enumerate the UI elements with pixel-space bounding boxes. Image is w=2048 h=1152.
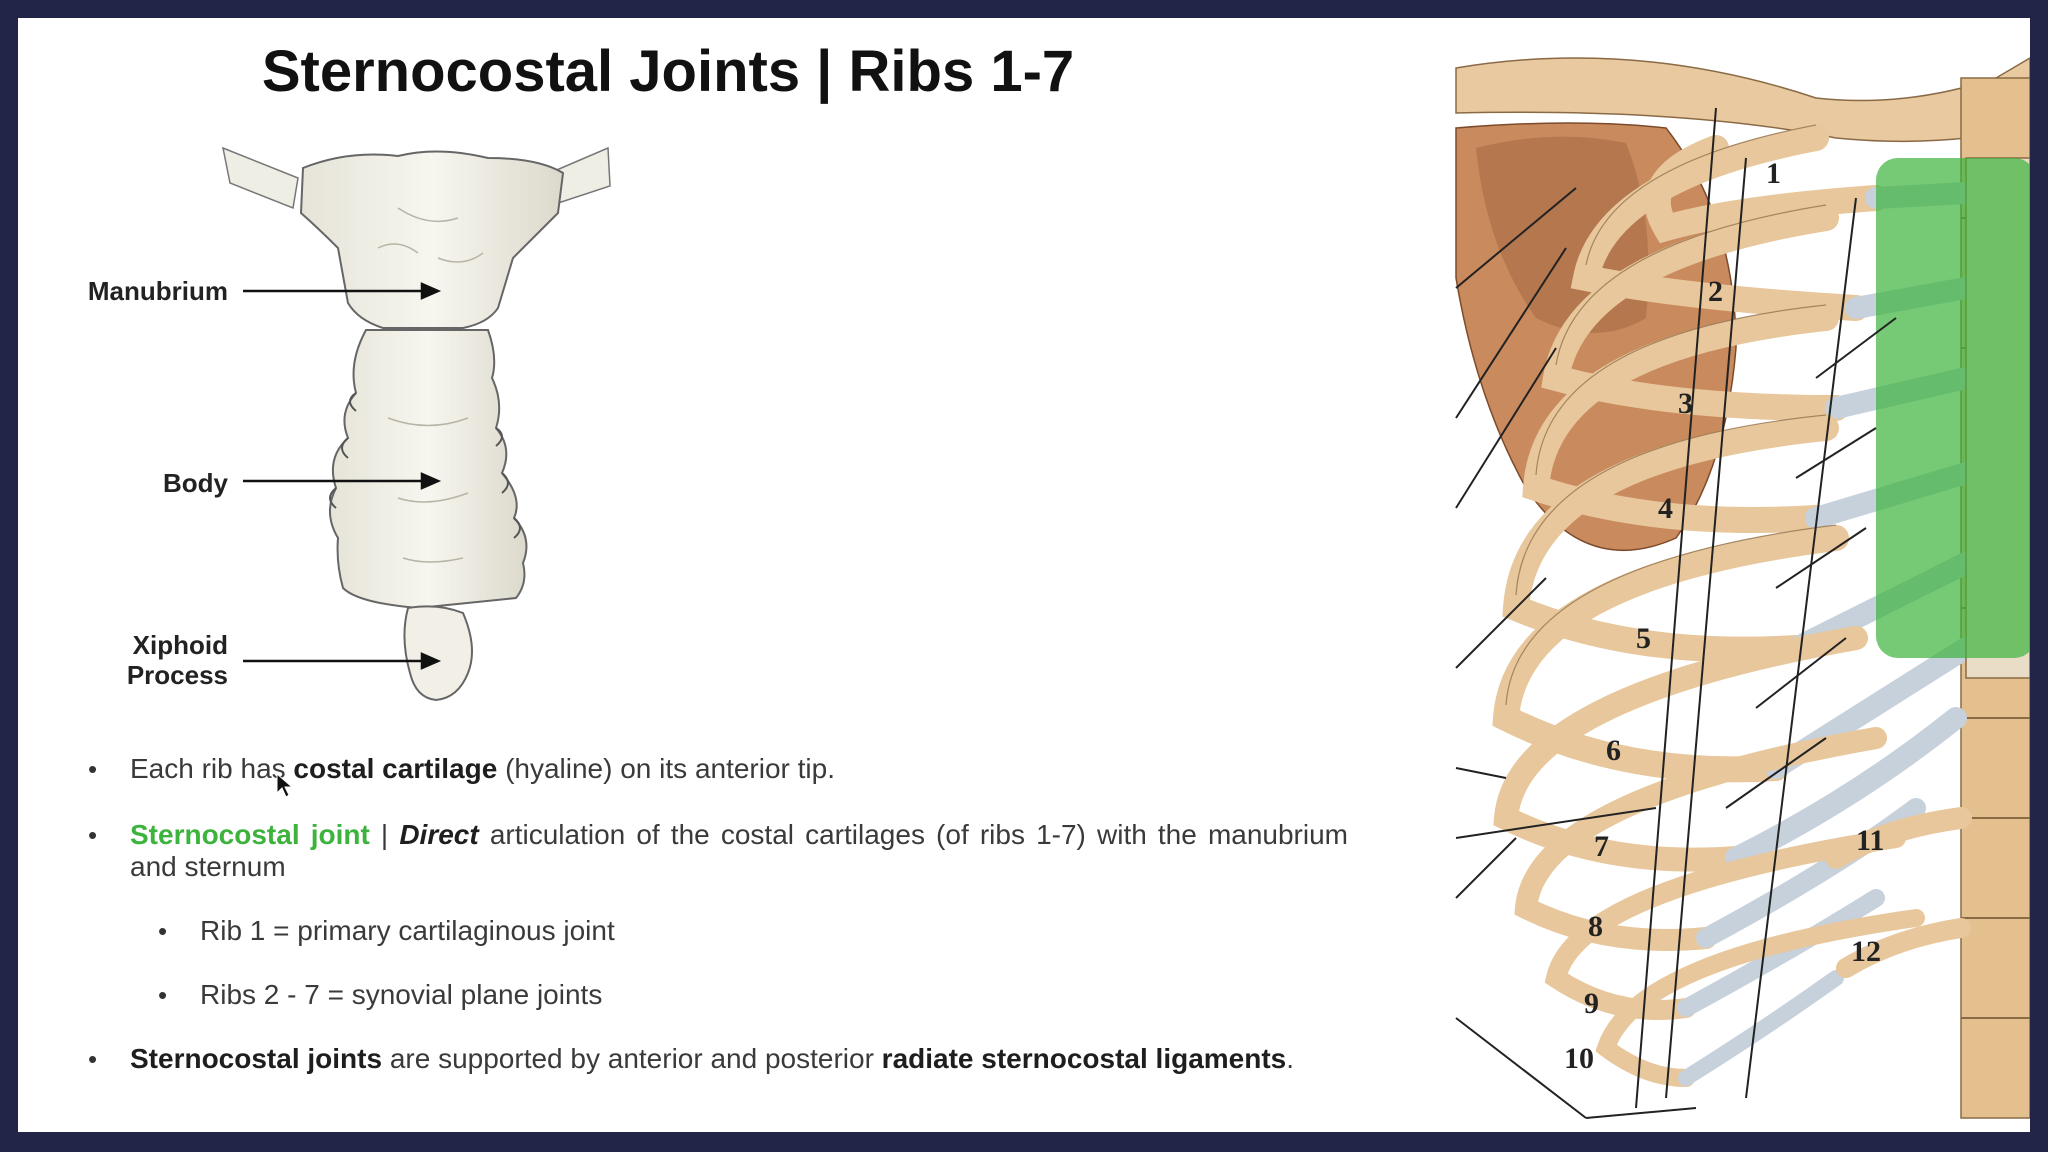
direct-term: Direct: [399, 819, 479, 850]
slide: Sternocostal Joints | Ribs 1-7: [18, 18, 2030, 1132]
bullet-dot: •: [158, 916, 168, 946]
manubrium-shape: [299, 150, 565, 329]
rib-cage-illustration: 1 2 3 4 5 6 7 8 9 10 11 12: [1436, 18, 2030, 1132]
rib-number-12: 12: [1851, 935, 1881, 968]
xiphoid-process-label: Xiphoid Process: [28, 630, 228, 690]
bullet-dot: •: [88, 1044, 98, 1074]
rib-number-9: 9: [1584, 987, 1599, 1020]
sternum-illustration: [221, 146, 611, 702]
rib-number-8: 8: [1588, 910, 1603, 943]
xiphoid-label-line1: Xiphoid: [132, 630, 228, 660]
costal-cartilage-term: costal cartilage: [293, 753, 498, 784]
rib-number-6: 6: [1606, 734, 1621, 767]
rib-number-11: 11: [1856, 824, 1884, 857]
rib-number-2: 2: [1708, 275, 1723, 308]
mouse-cursor-icon: [276, 773, 294, 798]
manubrium-label: Manubrium: [87, 276, 228, 306]
sternum-body-shape: [329, 329, 528, 610]
sternocostal-joint-term: Sternocostal joint: [130, 819, 370, 850]
bullet-dot: •: [88, 754, 98, 784]
bullet-dot: •: [88, 820, 98, 850]
rib-number-10: 10: [1564, 1042, 1594, 1075]
rib-number-1: 1: [1766, 157, 1781, 190]
rib-number-5: 5: [1636, 622, 1651, 655]
rib-number-4: 4: [1658, 492, 1673, 525]
sternocostal-joints-term: Sternocostal joints: [130, 1043, 383, 1074]
xiphoid-shape: [403, 605, 473, 702]
bullet-dot: •: [158, 980, 168, 1010]
xiphoid-label-line2: Process: [126, 660, 228, 690]
radiate-ligaments-term: radiate sternocostal ligaments: [881, 1043, 1287, 1074]
rib-number-7: 7: [1594, 830, 1609, 863]
rib-number-3: 3: [1678, 387, 1693, 420]
sternocostal-highlight: [1876, 158, 2030, 658]
body-label: Body: [163, 468, 228, 498]
slide-title: Sternocostal Joints | Ribs 1-7: [261, 39, 1075, 104]
